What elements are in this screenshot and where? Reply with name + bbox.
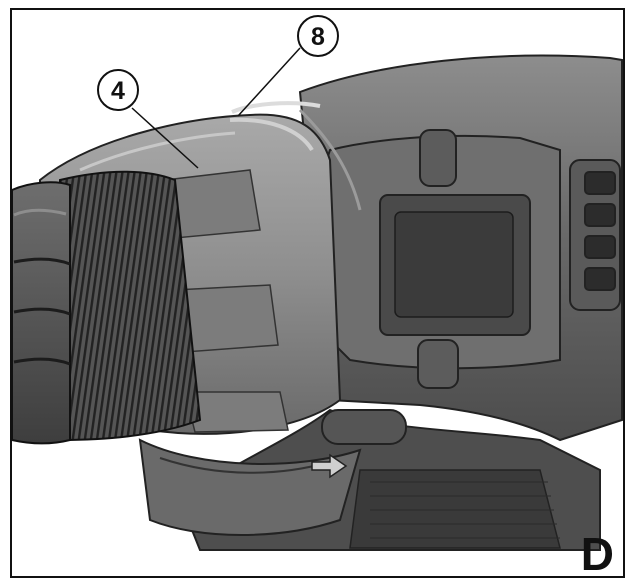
callout-8-label: 8 (311, 23, 325, 51)
chuck-ring (59, 170, 202, 442)
leader-8 (237, 47, 301, 117)
gearbox-base (138, 438, 362, 536)
callout-4-circle (97, 69, 139, 111)
leader-4 (131, 107, 199, 169)
vent-grille (569, 159, 621, 311)
direction-switch (311, 409, 407, 479)
grip-texture (349, 469, 561, 549)
arrow-right-icon (311, 453, 348, 479)
figure-letter: D (581, 528, 614, 580)
callout-4-label: 4 (111, 77, 125, 105)
callout-8-circle (297, 15, 339, 57)
chuck (11, 181, 71, 445)
